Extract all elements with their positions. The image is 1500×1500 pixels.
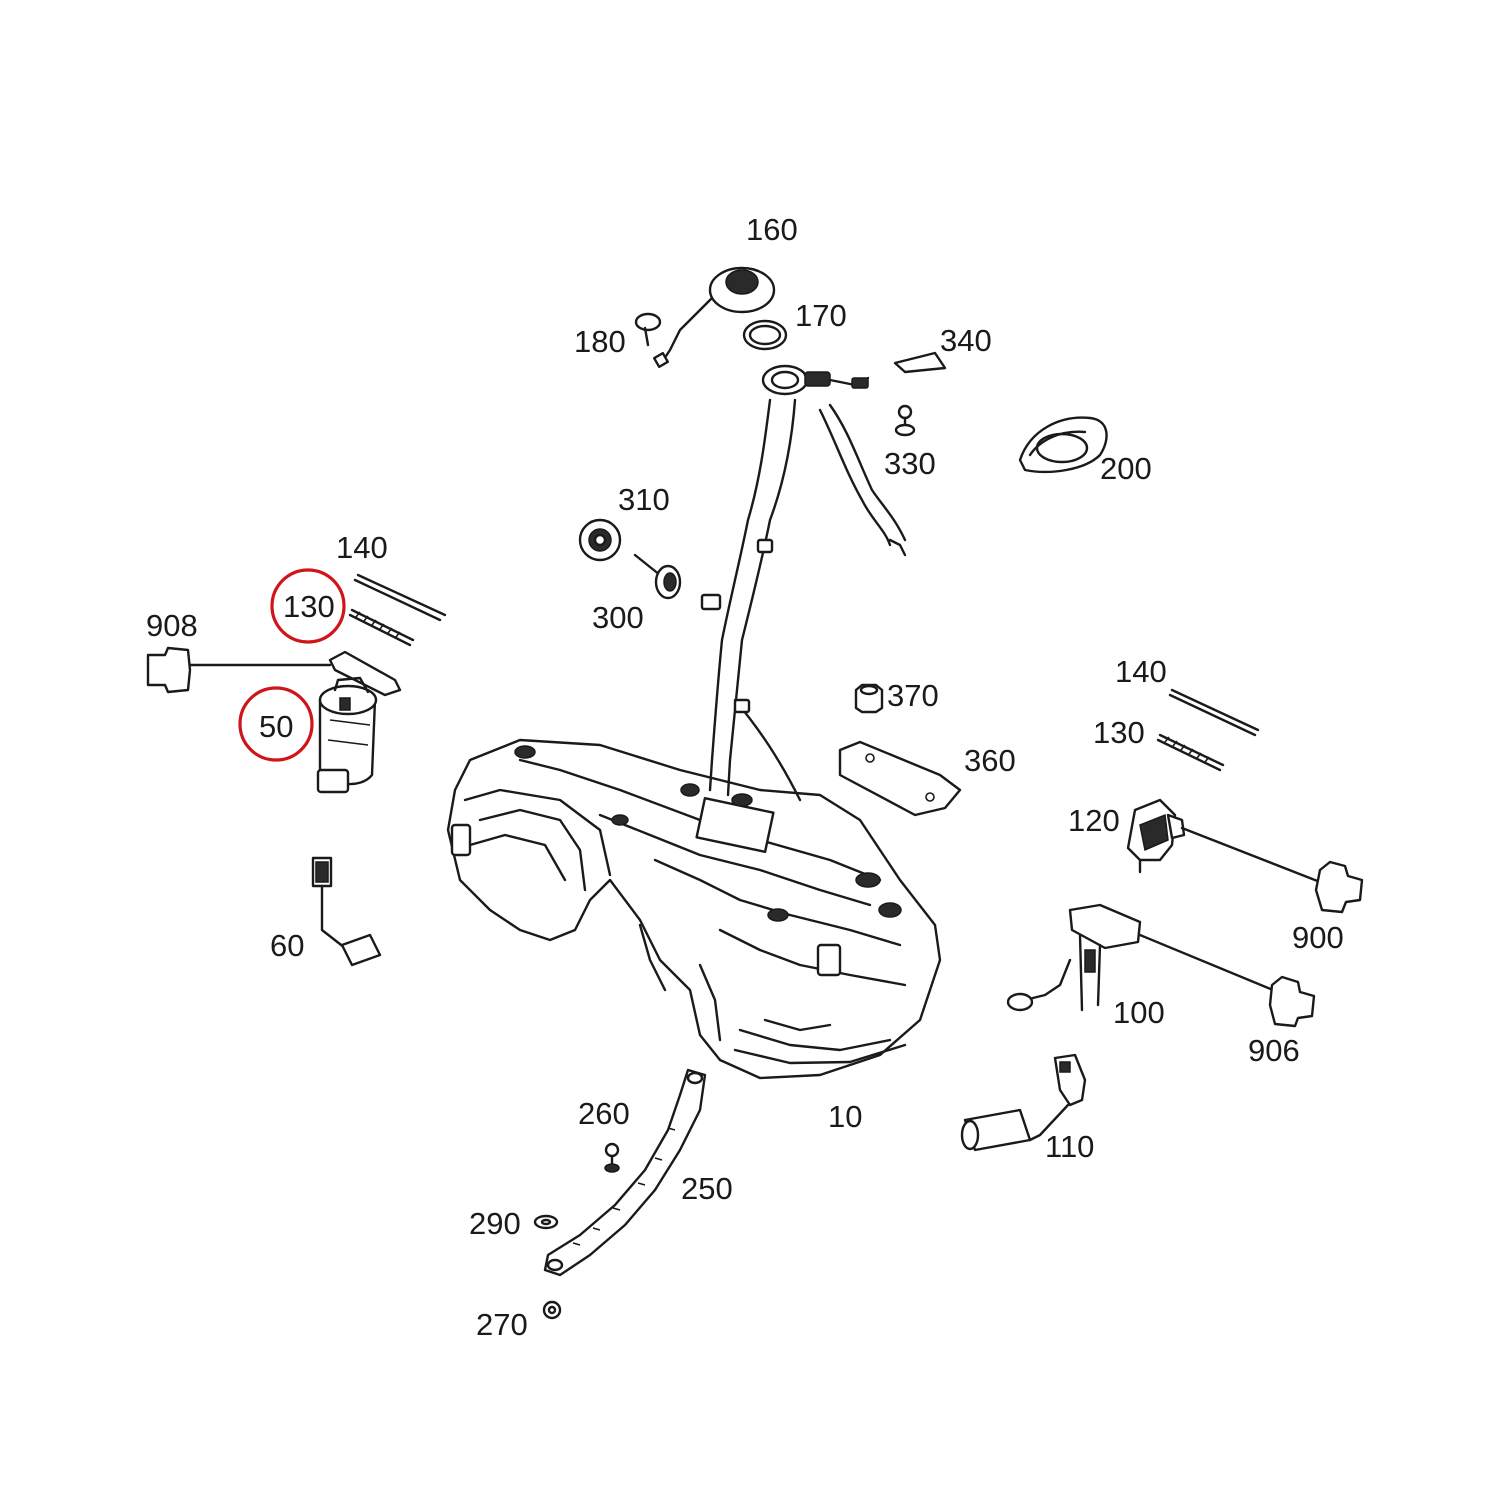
label-10: 10 — [828, 1099, 862, 1134]
label-130-right: 130 — [1093, 715, 1145, 750]
fuel-cap-160 — [652, 266, 776, 369]
label-300: 300 — [592, 600, 644, 635]
bolt-330 — [894, 404, 916, 437]
screw-260 — [604, 1142, 620, 1173]
seal-ring-130-right — [1156, 733, 1225, 772]
grommet-310 — [578, 518, 622, 562]
highlight-circle-130 — [270, 568, 346, 644]
label-130-left: 130 — [283, 589, 335, 624]
label-100: 100 — [1113, 995, 1165, 1030]
connector-908 — [146, 646, 332, 694]
fuel-pump-sender-100 — [1006, 903, 1287, 1012]
label-170: 170 — [795, 298, 847, 333]
label-290: 290 — [469, 1206, 521, 1241]
fuel-tank-10 — [446, 738, 942, 1080]
nut-270 — [542, 1300, 562, 1320]
connector-900 — [1314, 860, 1364, 914]
level-sensor-110 — [960, 1053, 1087, 1152]
label-908: 908 — [146, 608, 198, 643]
housing-200 — [1018, 416, 1108, 473]
label-370: 370 — [887, 678, 939, 713]
label-140-right: 140 — [1115, 654, 1167, 689]
level-sensor-60 — [311, 856, 382, 967]
seal-ring-130-left — [348, 608, 415, 647]
filler-neck-pipe — [700, 364, 907, 802]
tank-strap-250 — [543, 1068, 707, 1277]
label-906: 906 — [1248, 1033, 1300, 1068]
label-120: 120 — [1068, 803, 1120, 838]
label-900: 900 — [1292, 920, 1344, 955]
fuel-pump-module-50 — [316, 650, 402, 794]
label-140-left: 140 — [336, 530, 388, 565]
clip-180 — [634, 312, 662, 347]
label-200: 200 — [1100, 451, 1152, 486]
seal-ring-170 — [742, 319, 788, 351]
label-250: 250 — [681, 1171, 733, 1206]
seal-ring-140-right — [1168, 688, 1260, 737]
nut-370 — [854, 683, 884, 714]
seal-ring-170-inner — [748, 324, 782, 346]
sensor-unit-120 — [1126, 798, 1322, 884]
washer-290 — [533, 1214, 559, 1230]
label-180: 180 — [574, 324, 626, 359]
label-360: 360 — [964, 743, 1016, 778]
label-270: 270 — [476, 1307, 528, 1342]
label-340: 340 — [940, 323, 992, 358]
highlight-circle-50 — [238, 686, 314, 762]
seal-ring-140-left — [353, 573, 447, 622]
label-330: 330 — [884, 446, 936, 481]
label-110: 110 — [1045, 1129, 1094, 1164]
cover-plate-360 — [838, 740, 962, 817]
label-310: 310 — [618, 482, 670, 517]
label-160: 160 — [746, 212, 798, 247]
connector-906 — [1268, 975, 1316, 1028]
label-50: 50 — [259, 709, 293, 744]
valve-300 — [633, 553, 682, 600]
label-60: 60 — [270, 928, 304, 963]
plate-340 — [893, 351, 947, 374]
label-260: 260 — [578, 1096, 630, 1131]
